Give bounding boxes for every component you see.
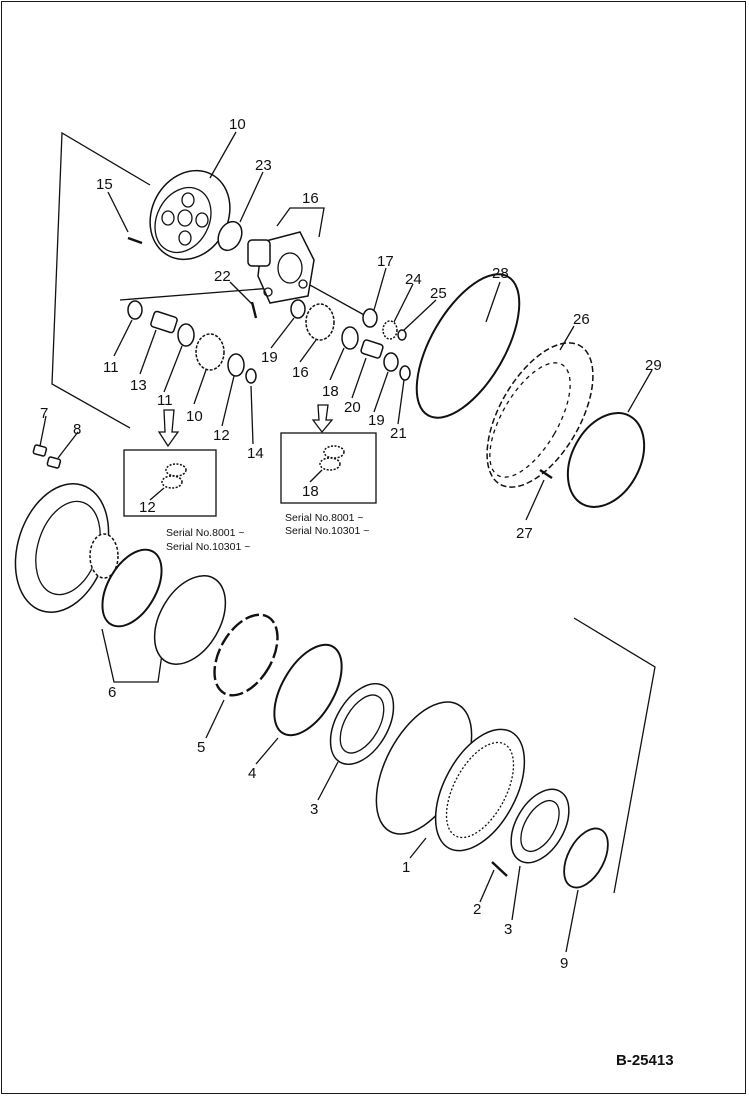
callout-8: 8 bbox=[73, 421, 81, 438]
callout-12-lower: 12 bbox=[213, 427, 230, 444]
pin-part-2 bbox=[491, 861, 508, 877]
callout-19-lower: 19 bbox=[368, 412, 385, 429]
plug-part-7 bbox=[32, 444, 48, 457]
callout-10-gear: 10 bbox=[186, 408, 203, 425]
needle-bearing-part-11 bbox=[177, 323, 195, 347]
callout-1: 1 bbox=[402, 859, 410, 876]
inset-box-part-18 bbox=[280, 432, 377, 504]
spindle-hub bbox=[14, 483, 119, 613]
callout-28: 28 bbox=[492, 265, 509, 282]
serial-note-left-2: Serial No.10301 ~ bbox=[166, 541, 250, 553]
shaft-part-20 bbox=[360, 339, 384, 359]
callout-17: 17 bbox=[377, 253, 394, 270]
callout-24: 24 bbox=[405, 271, 422, 288]
callout-labels: 10 15 23 16 22 11 13 11 10 12 14 19 16 1… bbox=[40, 116, 662, 972]
arrow-down-left-icon bbox=[157, 409, 180, 448]
washer-part-12-lower bbox=[227, 353, 245, 377]
callout-26: 26 bbox=[573, 311, 590, 328]
seal-part-8 bbox=[46, 456, 62, 469]
callout-19: 19 bbox=[261, 349, 278, 366]
callout-6: 6 bbox=[108, 684, 116, 701]
cover-part-26 bbox=[486, 342, 594, 488]
arrow-down-right-icon bbox=[311, 404, 334, 434]
bracket-6 bbox=[101, 628, 164, 683]
callout-18: 18 bbox=[322, 383, 339, 400]
bearing-inset-icon-11 bbox=[149, 463, 187, 501]
callout-12: 11 bbox=[103, 359, 119, 376]
washer-part-12-upper bbox=[127, 300, 143, 320]
bracket-16 bbox=[276, 207, 325, 238]
pin-part-22 bbox=[250, 301, 258, 319]
bracket-right bbox=[573, 617, 656, 894]
serial-note-left-1: Serial No.8001 ~ bbox=[166, 527, 245, 539]
callout-10: 10 bbox=[229, 116, 246, 133]
ring-gear-housing-part-1 bbox=[375, 701, 526, 852]
ring-part-29 bbox=[566, 412, 646, 508]
snap-ring-part-21 bbox=[399, 365, 411, 381]
washer-part-19-lower bbox=[383, 352, 399, 372]
callout-11: 11 bbox=[157, 392, 173, 409]
leader-lines bbox=[39, 131, 653, 953]
inset-box-part-11 bbox=[123, 449, 217, 517]
gear-part-24 bbox=[382, 320, 398, 340]
callout-18-inset: 18 bbox=[302, 483, 319, 500]
callout-11-inset: 12 bbox=[139, 499, 156, 516]
o-ring-part-28 bbox=[415, 273, 521, 419]
callout-2: 2 bbox=[473, 901, 481, 918]
planet-gear-part-10 bbox=[195, 333, 225, 371]
ring-part-17 bbox=[362, 308, 378, 328]
callout-25: 25 bbox=[430, 285, 447, 302]
callout-20: 20 bbox=[344, 399, 361, 416]
serial-note-right-1: Serial No.8001 ~ bbox=[285, 512, 364, 524]
snap-ring-part-14 bbox=[245, 368, 257, 384]
callout-29: 29 bbox=[645, 357, 662, 374]
bolt-part-27 bbox=[539, 469, 553, 479]
ring-part-23 bbox=[217, 220, 243, 252]
callout-14: 14 bbox=[247, 445, 264, 462]
snap-ring-part-9 bbox=[563, 827, 609, 889]
callout-22: 22 bbox=[214, 268, 231, 285]
floating-seal-part-6b bbox=[153, 575, 227, 665]
callout-21: 21 bbox=[390, 425, 407, 442]
needle-bearing-part-18 bbox=[341, 326, 359, 350]
callout-4: 4 bbox=[248, 765, 256, 782]
planet-gear-part-16 bbox=[305, 303, 335, 341]
callout-3-lower: 3 bbox=[504, 921, 512, 938]
callout-27: 27 bbox=[516, 525, 533, 542]
o-ring-part-6a bbox=[101, 548, 163, 628]
callout-13: 13 bbox=[130, 377, 147, 394]
bearing-inset-icon-18 bbox=[309, 445, 345, 483]
bracket-upper-left bbox=[51, 131, 151, 429]
seal-part-4 bbox=[273, 643, 343, 737]
shaft-part-13 bbox=[150, 310, 178, 334]
callout-16-gear: 16 bbox=[292, 364, 309, 381]
washer-part-19-upper bbox=[290, 299, 306, 319]
pin-part-15 bbox=[127, 236, 143, 245]
bearing-part-3-lower bbox=[510, 788, 570, 864]
carrier-plate-part-16 bbox=[247, 231, 315, 304]
callout-5: 5 bbox=[197, 739, 205, 756]
serial-note-right-2: Serial No.10301 ~ bbox=[285, 525, 369, 537]
bearing-part-3-upper bbox=[329, 682, 395, 766]
callout-16: 16 bbox=[302, 190, 319, 207]
callout-23: 23 bbox=[255, 157, 272, 174]
callout-3-upper: 3 bbox=[310, 801, 318, 818]
planet-carrier-part-10 bbox=[149, 169, 231, 261]
callout-9: 9 bbox=[560, 955, 568, 972]
drawing-reference: B-25413 bbox=[616, 1052, 674, 1069]
o-ring-part-5 bbox=[213, 613, 279, 697]
callout-15: 15 bbox=[96, 176, 113, 193]
snap-ring-part-25 bbox=[397, 329, 407, 341]
callout-7: 7 bbox=[40, 405, 48, 422]
